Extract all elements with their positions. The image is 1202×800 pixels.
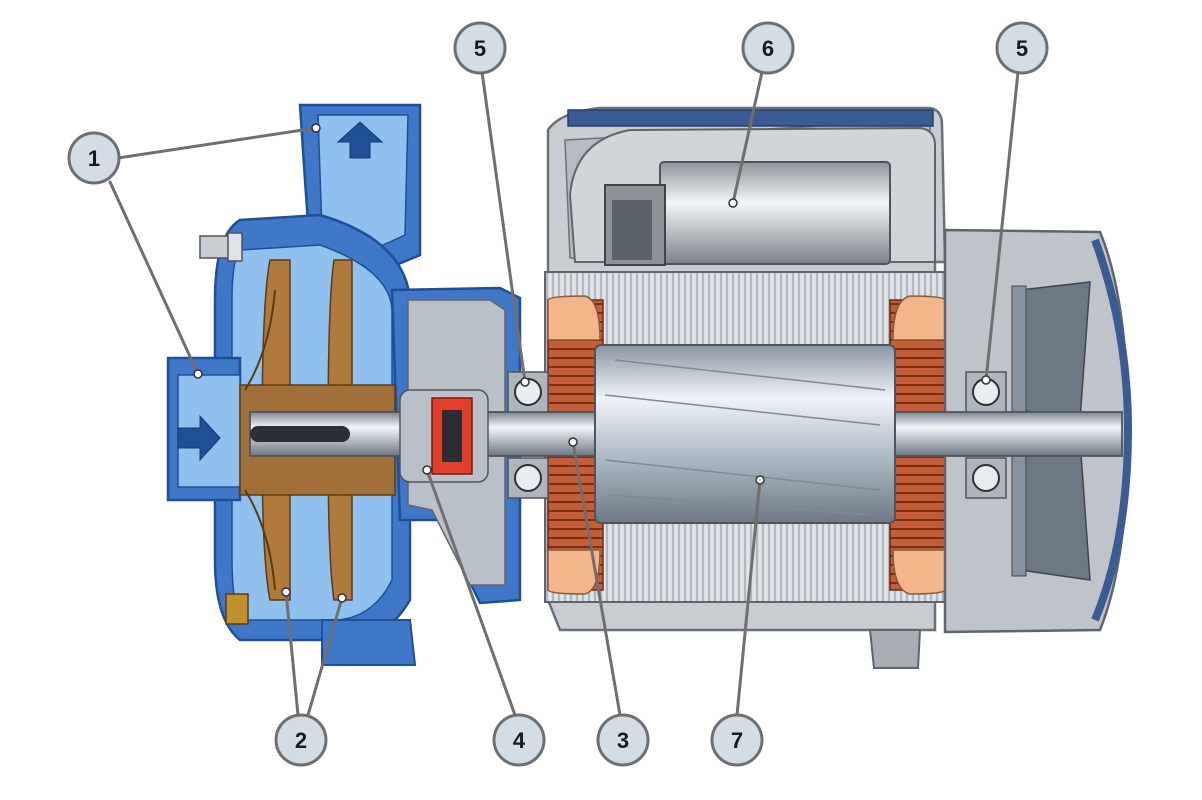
callout-3: 3 <box>596 713 650 767</box>
leader-lines <box>108 70 1020 717</box>
svg-text:3: 3 <box>617 728 629 753</box>
capacitor <box>604 161 891 266</box>
svg-text:4: 4 <box>513 728 526 753</box>
fan-blades <box>1011 281 1091 581</box>
svg-text:6: 6 <box>762 36 774 61</box>
callout-7: 7 <box>710 713 764 767</box>
callout-5-left: 5 <box>453 21 507 75</box>
svg-text:7: 7 <box>731 728 743 753</box>
rotor <box>594 344 896 524</box>
svg-text:1: 1 <box>88 146 100 171</box>
callout-4: 4 <box>492 713 546 767</box>
svg-text:2: 2 <box>295 728 307 753</box>
svg-text:5: 5 <box>474 36 486 61</box>
bearings <box>507 371 1007 499</box>
callout-6: 6 <box>741 21 795 75</box>
inlet-flow-arrow <box>177 414 221 462</box>
callout-2: 2 <box>274 713 328 767</box>
leader-endpoints <box>193 123 991 603</box>
mechanical-seal <box>399 389 489 483</box>
pump-bolts <box>199 232 249 625</box>
callout-1: 1 <box>67 131 121 185</box>
svg-text:5: 5 <box>1016 36 1028 61</box>
callout-5-right: 5 <box>995 21 1049 75</box>
outlet-flow-arrow <box>336 121 384 159</box>
